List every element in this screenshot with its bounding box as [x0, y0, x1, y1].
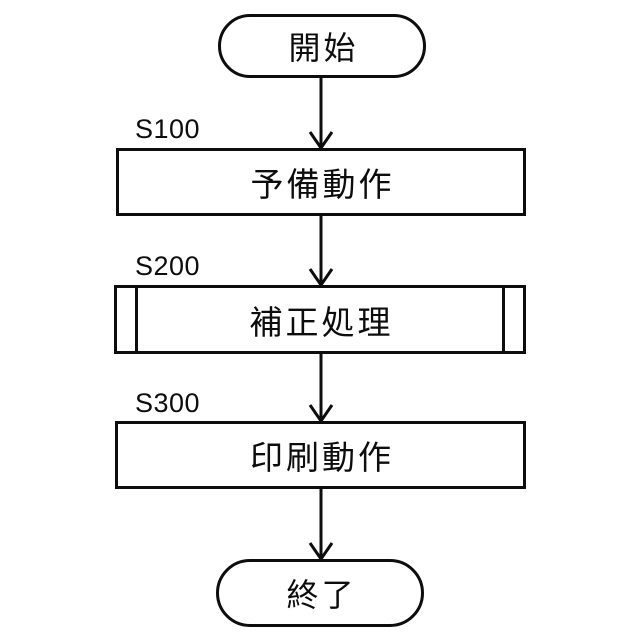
step-label-s300: S300 — [135, 388, 201, 418]
node-s200-label: 補正処理 — [249, 303, 394, 341]
predefined-inner-line-right — [502, 288, 505, 351]
predefined-inner-line-left — [135, 288, 138, 351]
node-s300-label: 印刷動作 — [250, 439, 394, 476]
arrow-s100-to-s200 — [308, 214, 334, 287]
step-label-s100: S100 — [135, 114, 201, 144]
node-start-label: 開始 — [288, 30, 359, 66]
node-s100-process: 予備動作 — [116, 148, 526, 216]
arrow-start-to-s100 — [308, 78, 334, 150]
arrow-s300-to-end — [308, 487, 334, 561]
node-end-label: 終了 — [286, 577, 357, 613]
node-s300-process: 印刷動作 — [115, 421, 526, 489]
node-end-terminal: 終了 — [216, 559, 424, 627]
node-s100-label: 予備動作 — [250, 166, 395, 203]
node-s200-predefined-process: 補正処理 — [114, 285, 526, 354]
step-label-s200: S200 — [135, 251, 201, 281]
node-start-terminal: 開始 — [218, 14, 426, 78]
arrow-s200-to-s300 — [308, 352, 334, 423]
